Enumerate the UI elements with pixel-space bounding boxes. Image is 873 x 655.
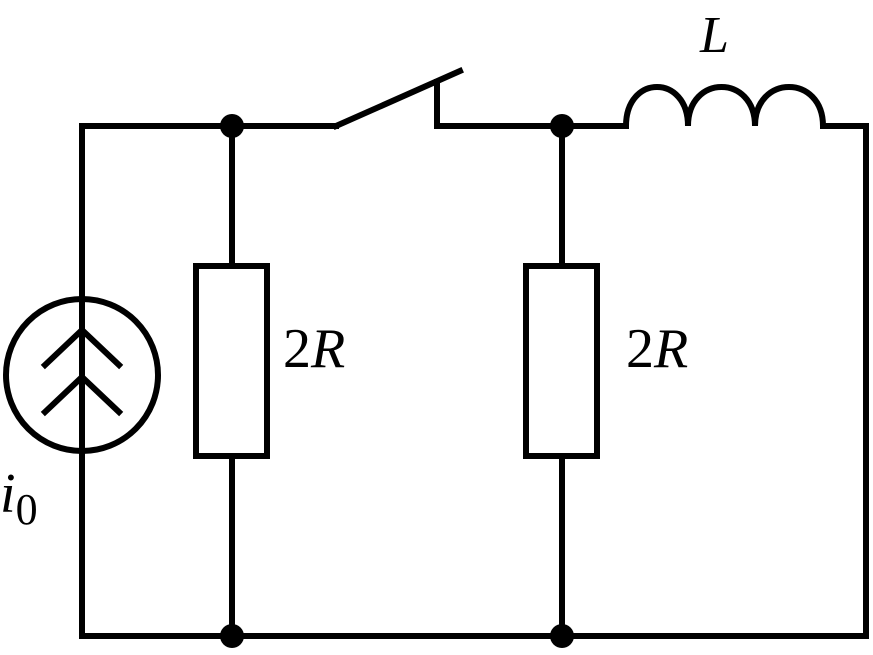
resistor-left	[193, 263, 270, 459]
node-top-right	[550, 114, 574, 138]
resistor-right-symbol: R	[653, 318, 688, 380]
junction-nodes	[220, 114, 574, 648]
node-top-left	[220, 114, 244, 138]
resistor-left-symbol: R	[310, 318, 345, 380]
current-source-arrow-upper	[40, 325, 124, 370]
current-source-arrow-lower	[40, 372, 124, 417]
resistor-right-label: 2R	[626, 318, 688, 380]
current-source-label: i0	[0, 463, 38, 534]
current-source-symbol: i	[0, 463, 16, 525]
current-source-subscript: 0	[16, 485, 38, 534]
resistor-left-label: 2R	[283, 318, 345, 380]
current-source	[3, 296, 161, 454]
inductor-label: L	[699, 7, 729, 64]
resistor-right	[523, 263, 600, 459]
switch	[332, 67, 464, 130]
node-bottom-right	[550, 624, 574, 648]
inductor-coil	[623, 84, 826, 127]
switch-blade	[332, 67, 464, 130]
resistor-right-coefficient: 2	[626, 318, 654, 380]
wire-top-right	[820, 123, 869, 639]
node-bottom-left	[220, 624, 244, 648]
resistor-left-coefficient: 2	[283, 318, 311, 380]
